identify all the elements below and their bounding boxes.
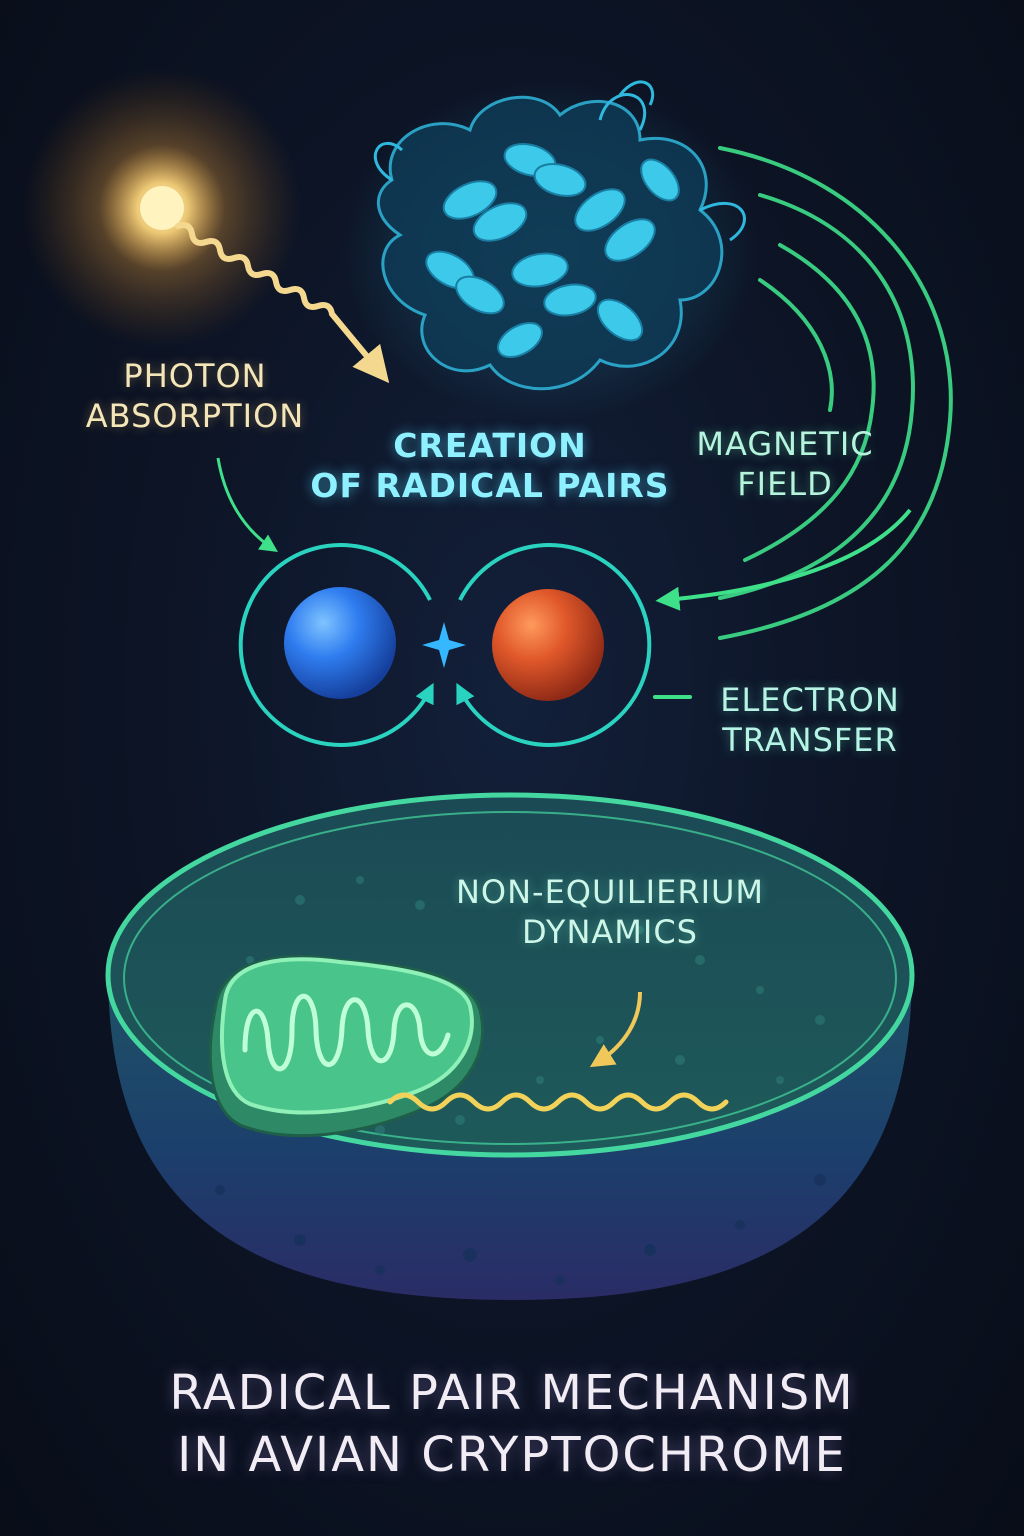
electron-transfer-label: ELECTRON TRANSFER	[690, 680, 930, 760]
cryptochrome-protein-illustration	[340, 80, 760, 420]
magnetic-line-2: FIELD	[737, 465, 833, 503]
photon-to-pair-arrow	[216, 457, 278, 552]
magnetic-field-lines	[718, 146, 953, 640]
non-equilibrium-dynamics-label: NON-EQUILIERIUM DYNAMICS	[420, 872, 800, 952]
page-title: RADICAL PAIR MECHANISM IN AVIAN CRYPTOCH…	[40, 1362, 984, 1486]
non-equilibrium-arrow	[589, 991, 642, 1068]
title-line-2: IN AVIAN CRYPTOCHROME	[177, 1427, 847, 1483]
radical-pair	[238, 543, 652, 747]
radical-b	[492, 589, 604, 701]
photon-absorption-line-2: ABSORPTION	[85, 397, 305, 435]
magnetic-field-label: MAGNETIC FIELD	[660, 424, 910, 504]
electron-line-2: TRANSFER	[722, 721, 898, 759]
noneq-line-2: DYNAMICS	[522, 913, 698, 951]
radical-a	[284, 587, 396, 699]
creation-line-2: OF RADICAL PAIRS	[310, 466, 670, 505]
creation-of-radical-pairs-label: CREATION OF RADICAL PAIRS	[290, 426, 690, 506]
non-equilibrium-wave	[387, 1092, 729, 1112]
magnetic-line-1: MAGNETIC	[696, 425, 874, 463]
photon-wave	[175, 222, 390, 384]
magnetic-field-arrow	[655, 508, 912, 611]
spin-sparkle-icon	[422, 622, 466, 668]
noneq-line-1: NON-EQUILIERIUM	[455, 873, 765, 911]
mitochondrion-icon	[208, 955, 484, 1138]
glowing-sun-icon	[22, 68, 302, 348]
electron-line-1: ELECTRON	[720, 681, 900, 719]
photon-absorption-line-1: PHOTON	[123, 357, 267, 395]
title-line-1: RADICAL PAIR MECHANISM	[169, 1365, 855, 1421]
photon-absorption-label: PHOTON ABSORPTION	[60, 356, 330, 436]
creation-line-1: CREATION	[393, 426, 587, 465]
